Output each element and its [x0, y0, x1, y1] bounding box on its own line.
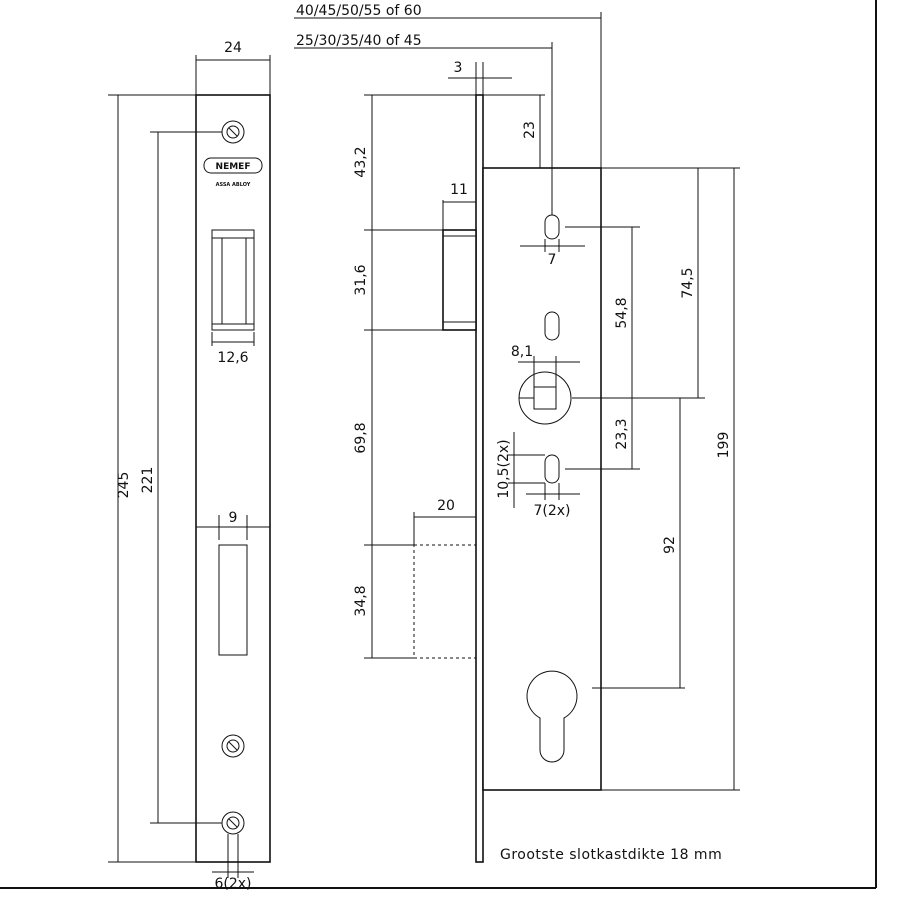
top-to-follower-label: 74,5	[680, 267, 696, 298]
latch-opening	[211, 229, 255, 331]
latch	[442, 229, 477, 331]
screw-hole-label: 6(2x)	[214, 876, 251, 892]
case-slot	[544, 454, 560, 484]
follower	[518, 371, 572, 425]
max-case-thickness-note: Grootste slotkastdikte 18 mm	[500, 847, 722, 863]
hole-spacing-label: 221	[140, 467, 156, 494]
logo-group: ASSA ABLOY	[216, 182, 251, 188]
plate-width-label: 24	[224, 40, 242, 56]
slot-width-label: 7(2x)	[533, 503, 570, 519]
front-plate	[195, 94, 271, 863]
case-top-hole	[544, 214, 560, 240]
hole-to-follower-label: 54,8	[614, 297, 630, 328]
hole-diameter-label: 7	[548, 252, 557, 268]
latch-width-label: 12,6	[217, 350, 248, 366]
cylinder-hole	[526, 670, 578, 763]
backset-small-label: 25/30/35/40 of 45	[296, 33, 422, 49]
latch-projection-label: 11	[450, 182, 468, 198]
latch-height-label: 31,6	[353, 264, 369, 295]
plate-height-label: 245	[116, 472, 132, 499]
plate-thickness-label: 3	[454, 60, 463, 76]
follower-square-label: 8,1	[511, 344, 533, 360]
bolt-projection-label: 20	[437, 498, 455, 514]
bolt-width-label: 9	[229, 510, 238, 526]
case-oval-hole	[544, 311, 560, 341]
side-view: 11 20 43,2 31,6 69,8 34,8 40/45/50/55 of…	[294, 3, 740, 863]
top-to-latch-label: 43,2	[353, 146, 369, 177]
lock-case	[482, 167, 602, 791]
follower-to-cylinder-label: 92	[662, 536, 678, 554]
follower-to-slot-label: 23,3	[614, 418, 630, 449]
latch-to-bolt-label: 69,8	[353, 422, 369, 453]
bolt	[413, 544, 477, 659]
bolt-height-label: 34,8	[353, 585, 369, 616]
middle-screw-hole	[221, 734, 245, 758]
backset-large-label: 40/45/50/55 of 60	[296, 3, 422, 19]
forend-plate	[475, 94, 484, 863]
top-to-hole-label: 23	[522, 121, 538, 139]
slot-height-label: 10,5(2x)	[496, 439, 512, 498]
nemef-logo: NEMEF ASSA ABLOY	[203, 157, 263, 188]
bolt-opening	[218, 544, 248, 656]
front-plate-view: NEMEF ASSA ABLOY 12,6 9	[108, 40, 271, 892]
case-height-label: 199	[716, 432, 732, 459]
logo-brand: NEMEF	[216, 162, 251, 172]
